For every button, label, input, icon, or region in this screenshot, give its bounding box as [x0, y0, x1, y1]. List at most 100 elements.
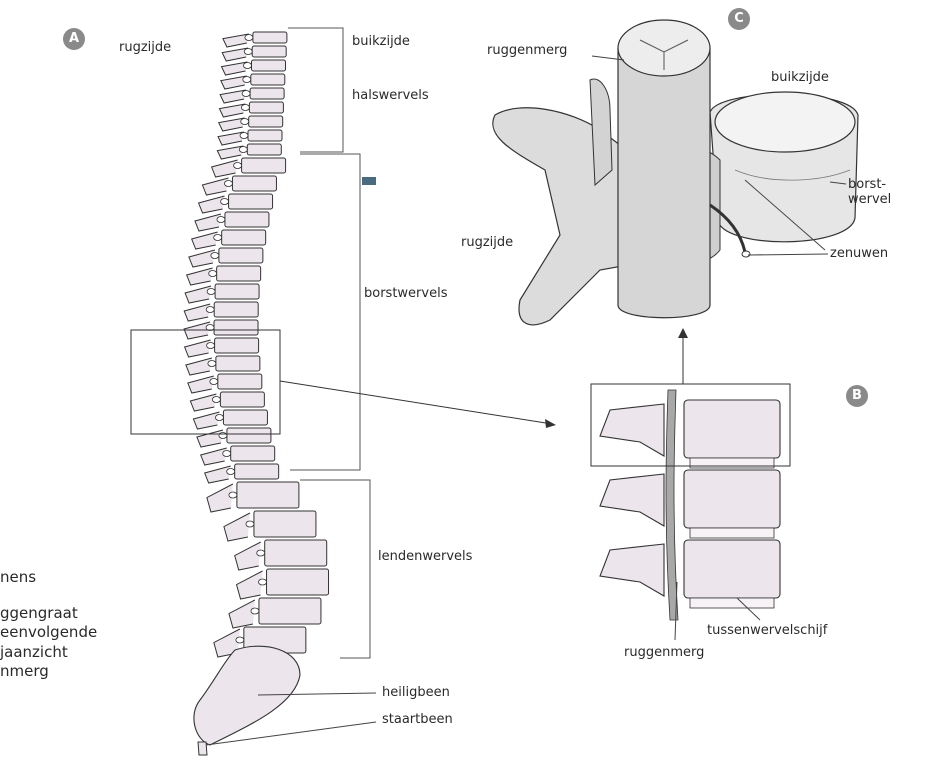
vertebra-process — [186, 358, 212, 375]
vertebra-body — [254, 511, 316, 537]
label-tussenwervelschijf: tussenwervelschijf — [707, 623, 827, 638]
vertebra-process — [201, 448, 227, 465]
spine-column — [184, 32, 329, 755]
vertebra-body — [214, 302, 258, 317]
coccyx — [198, 742, 207, 755]
vertebra-body — [222, 230, 266, 245]
foramen — [236, 637, 244, 643]
cutoff-line-3: eenvolgende — [0, 623, 97, 642]
foramen — [219, 433, 227, 439]
vertebra-process — [197, 430, 223, 447]
vertebra-body — [265, 540, 327, 566]
foramen — [246, 521, 254, 527]
vertebra-body — [249, 116, 283, 127]
vertebra-process — [188, 376, 214, 393]
vertebra-body — [251, 74, 285, 85]
vertebra-process — [184, 304, 210, 321]
foramen — [224, 181, 232, 187]
vertebra-body — [242, 158, 286, 173]
foramen — [259, 579, 267, 585]
vertebra-process — [192, 232, 218, 249]
vertebra-body — [220, 392, 264, 407]
foramen — [239, 147, 247, 153]
foramen — [242, 91, 250, 97]
vertebra-body — [247, 144, 281, 155]
vertebra-process — [185, 340, 211, 357]
vertebra-process — [202, 178, 228, 195]
foramen — [227, 469, 235, 475]
foramen — [206, 307, 214, 313]
spinal-cord-b — [666, 390, 678, 620]
arrowhead-b-to-c — [678, 328, 688, 338]
foramen — [223, 451, 231, 457]
foramen — [209, 271, 217, 277]
vertebra-body — [248, 130, 282, 141]
foramen — [208, 361, 216, 367]
foramen — [207, 289, 215, 295]
foramen — [211, 253, 219, 259]
label-ruggenmerg-c: ruggenmerg — [487, 43, 567, 58]
foramen — [243, 77, 251, 83]
vertebra-body — [215, 284, 259, 299]
vertebra-process — [190, 394, 216, 411]
vertebra-body-b — [684, 470, 780, 528]
vertebra-process — [185, 286, 211, 303]
label-lendenwervels: lendenwervels — [378, 549, 472, 564]
vertebra-process — [224, 513, 250, 541]
vertebra-body — [218, 374, 262, 389]
vertebra-process — [207, 484, 233, 512]
vertebra-process — [237, 571, 263, 599]
foramen — [241, 105, 249, 111]
foramen — [215, 415, 223, 421]
vertebra-body — [267, 569, 329, 595]
bracket-borstwervels — [290, 154, 360, 470]
vertebra-body — [219, 248, 263, 263]
vertebra-body — [249, 102, 283, 113]
foramen — [251, 608, 259, 614]
vertebra-body — [229, 194, 273, 209]
vertebra-body — [216, 356, 260, 371]
label-staartbeen: staartbeen — [382, 712, 453, 727]
foramen — [234, 163, 242, 169]
vertebra-process — [212, 160, 238, 177]
panel-b-vertebrae — [600, 390, 780, 620]
intervertebral-disc — [690, 598, 774, 608]
vertebra-body-b — [684, 540, 780, 598]
vertebra-body-b — [684, 400, 780, 458]
vertebra-body — [235, 464, 279, 479]
vertebra-body — [259, 598, 321, 624]
arrowhead-a-to-b — [545, 419, 556, 428]
vertebra-body — [215, 338, 259, 353]
cutoff-line-4: jaanzicht — [0, 643, 68, 662]
vertebra-process — [189, 250, 215, 267]
vertebra-process — [195, 214, 221, 231]
vertebra-body — [225, 212, 269, 227]
foramen — [210, 379, 218, 385]
panel-label-b: B — [846, 385, 868, 407]
sacrum — [194, 646, 300, 745]
vertebra-body — [237, 482, 299, 508]
foramen — [217, 217, 225, 223]
arrow-a-to-b — [280, 381, 552, 424]
label-rugzijde-a: rugzijde — [119, 40, 171, 55]
vertebra-process-b — [600, 544, 664, 596]
foramen — [229, 492, 237, 498]
vertebra-body — [253, 32, 287, 43]
vertebra-body — [252, 60, 286, 71]
vertebra-process-b — [600, 404, 664, 456]
vertebra-body — [223, 410, 267, 425]
label-ruggenmerg-b: ruggenmerg — [624, 645, 704, 660]
cutoff-line-2: ggengraat — [0, 604, 78, 623]
label-halswervels: halswervels — [352, 88, 429, 103]
vertebra-body — [214, 320, 258, 335]
vertebra-process — [205, 466, 231, 483]
foramen — [241, 119, 249, 125]
vertebra-body — [252, 46, 286, 57]
label-borstwervels: borstwervels — [364, 286, 447, 301]
foramen — [245, 35, 253, 41]
vertebra-process — [199, 196, 225, 213]
foramen — [207, 343, 215, 349]
label-zenuwen: zenuwen — [830, 246, 888, 261]
label-borstwervel-line1: borst- — [848, 177, 886, 192]
